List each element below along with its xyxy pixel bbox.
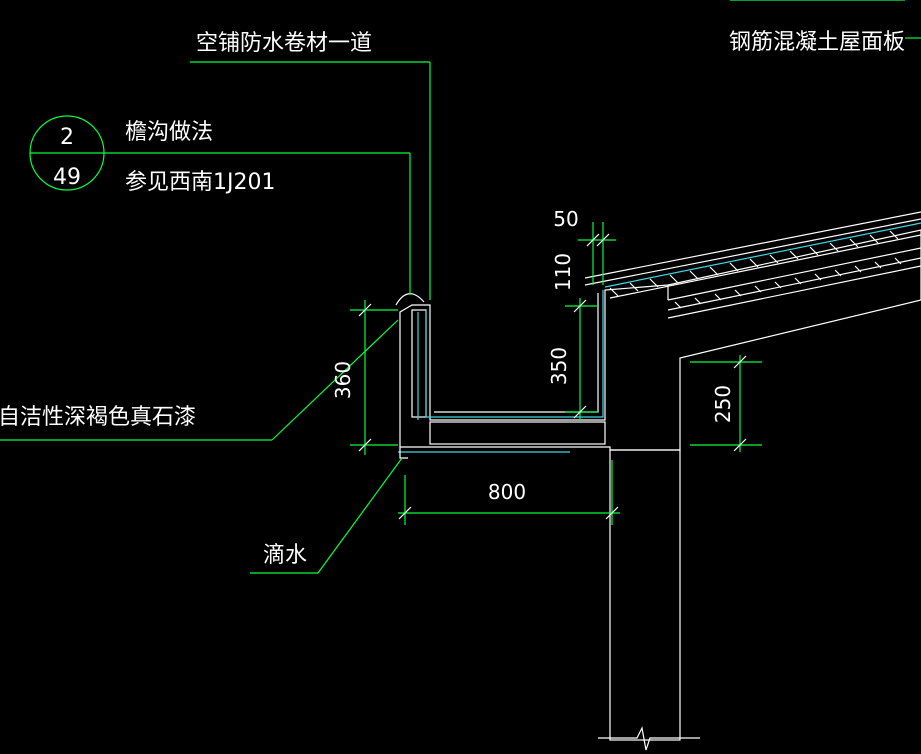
- dim-350: 350: [547, 347, 571, 385]
- drip-nose: [399, 447, 408, 459]
- dimension-110-50: 50 110: [551, 207, 616, 291]
- waterproof-leader: 空铺防水卷材一道: [190, 31, 431, 300]
- gutter-title: 檐沟做法: [125, 120, 213, 145]
- dim-110: 110: [551, 253, 575, 291]
- dim-250: 250: [711, 385, 735, 423]
- roof-layers: [584, 211, 921, 319]
- dimension-360: 360: [331, 300, 398, 455]
- detail-reference-symbol: 2 49 檐沟做法 参见西南1J201: [29, 115, 411, 295]
- drip-leader: 滴水: [250, 457, 403, 574]
- dim-50: 50: [553, 207, 578, 231]
- paint-note: 自洁性深褐色真石漆: [0, 405, 196, 430]
- brick-wall: [609, 449, 681, 741]
- dimension-250: 250: [690, 355, 762, 452]
- drip-label: 滴水: [263, 543, 307, 568]
- roof-slab-label: 钢筋混凝土屋面板: [729, 30, 905, 55]
- detail-number: 2: [60, 125, 74, 150]
- gutter-lip: [395, 293, 425, 306]
- paint-leader: 自洁性深褐色真石漆: [0, 319, 399, 441]
- dimension-350: 350: [547, 298, 598, 420]
- dim-800: 800: [488, 480, 526, 504]
- dim-360: 360: [331, 361, 355, 399]
- break-line: [598, 726, 700, 751]
- sheet-number: 49: [53, 165, 81, 190]
- gutter-membrane: [398, 290, 604, 453]
- waterproof-note: 空铺防水卷材一道: [196, 31, 372, 56]
- dimension-800: 800: [398, 460, 620, 525]
- roof-slab-label-group: 钢筋混凝土屋面板: [729, 0, 921, 55]
- reference-note: 参见西南1J201: [125, 170, 275, 195]
